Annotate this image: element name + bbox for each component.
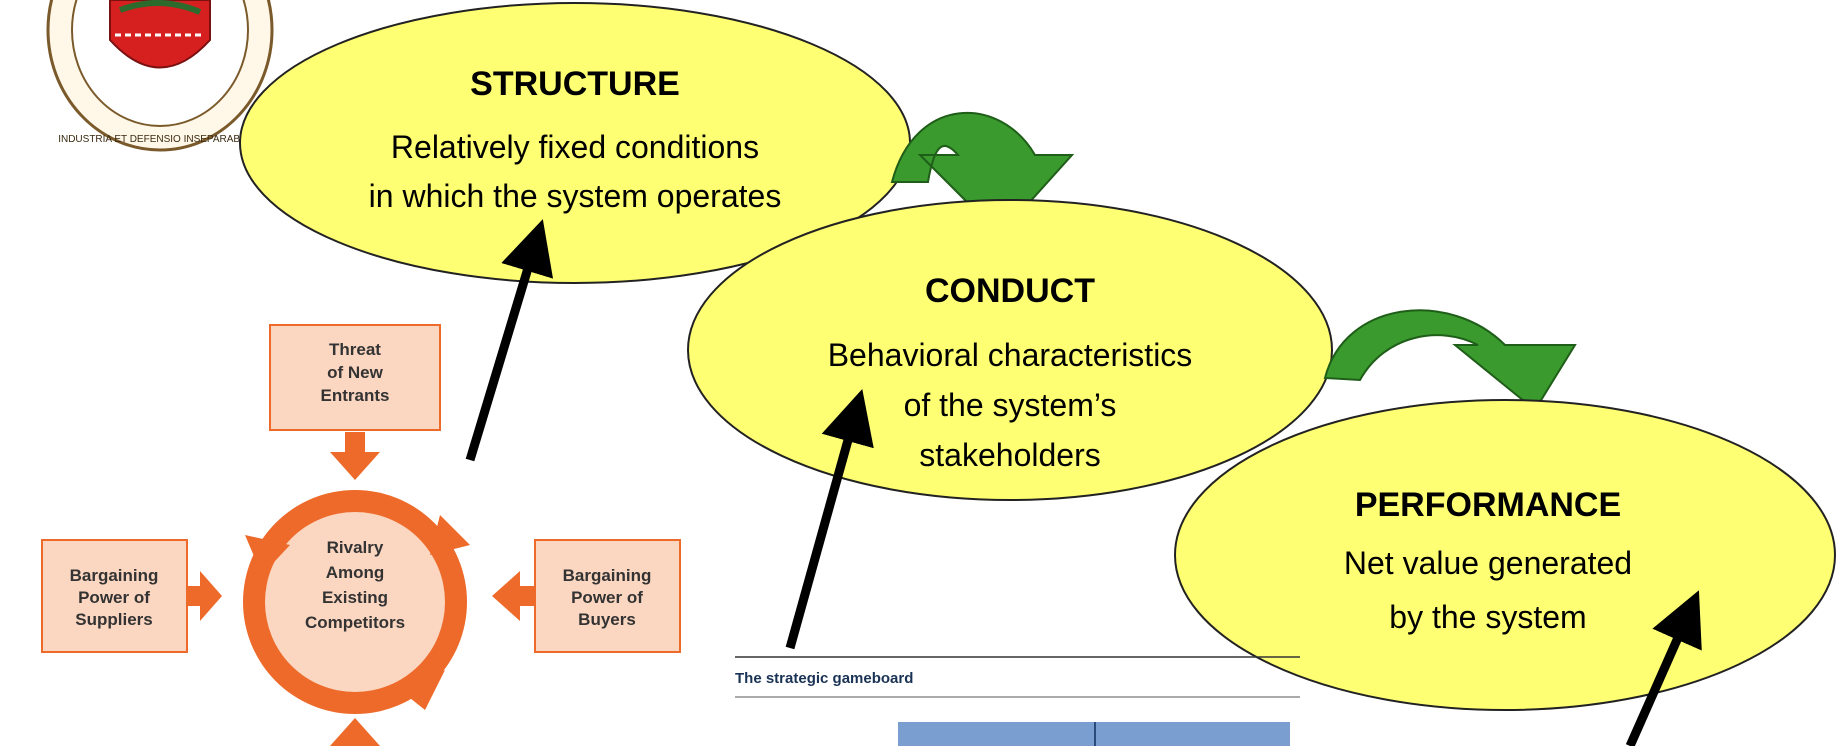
seal-text: INDUSTRIA ET DEFENSIO INSEPARABILES — [58, 134, 262, 145]
five-forces-diagram: Threat of New Entrants Rivalry Among Exi… — [41, 324, 681, 746]
suppliers-line3: Suppliers — [75, 610, 152, 629]
conduct-line1: Behavioral characteristics — [828, 337, 1193, 373]
buyers-line2: Power of — [571, 588, 643, 607]
conduct-node: CONDUCT Behavioral characteristics of th… — [687, 199, 1333, 501]
performance-title: PERFORMANCE — [1355, 486, 1621, 524]
cycle-arrow-icon-2 — [430, 515, 470, 555]
curved-arrow-icon-2 — [1323, 309, 1577, 412]
suppliers-line2: Power of — [78, 588, 150, 607]
conduct-line3: stakeholders — [919, 437, 1100, 473]
buyers-line1: Bargaining — [563, 566, 652, 585]
entry-arrow-icon-bottom — [330, 718, 380, 746]
buyers-arrow-icon — [492, 571, 534, 621]
structure-line2: in which the system operates — [369, 178, 782, 214]
threat-line1: Threat — [329, 340, 381, 359]
rivalry-line4: Competitors — [305, 613, 405, 632]
rivalry-line2: Among — [326, 563, 385, 582]
buyers-line3: Buyers — [578, 610, 636, 629]
structure-node: STRUCTURE Relatively fixed conditions in… — [239, 2, 911, 284]
performance-line2: by the system — [1389, 599, 1586, 635]
gameboard-title: The strategic gameboard — [735, 670, 913, 687]
conduct-line2: of the system’s — [904, 387, 1117, 423]
arrow-to-performance-icon — [1625, 590, 1702, 746]
threat-line3: Entrants — [321, 386, 390, 405]
suppliers-line1: Bargaining — [70, 566, 159, 585]
threat-line2: of New — [327, 363, 384, 382]
suppliers-arrow-icon — [188, 571, 222, 621]
conduct-title: CONDUCT — [925, 272, 1095, 310]
structure-title: STRUCTURE — [470, 65, 680, 103]
rivalry-line1: Rivalry — [327, 538, 384, 557]
strategic-gameboard: The strategic gameboard — [735, 656, 1300, 746]
threat-arrow-icon — [330, 432, 380, 480]
arrow-to-structure-icon — [465, 219, 554, 462]
arrow-to-conduct-icon — [785, 388, 874, 650]
seal-logo-icon: INDUSTRIA ET DEFENSIO INSEPARABILES — [46, 0, 274, 152]
performance-line1: Net value generated — [1344, 545, 1632, 581]
structure-line1: Relatively fixed conditions — [391, 129, 759, 165]
cycle-arrow-icon-1 — [245, 535, 290, 575]
cycle-arrow-icon-3 — [400, 670, 445, 710]
rivalry-line3: Existing — [322, 588, 388, 607]
performance-node: PERFORMANCE Net value generated by the s… — [1174, 399, 1836, 711]
